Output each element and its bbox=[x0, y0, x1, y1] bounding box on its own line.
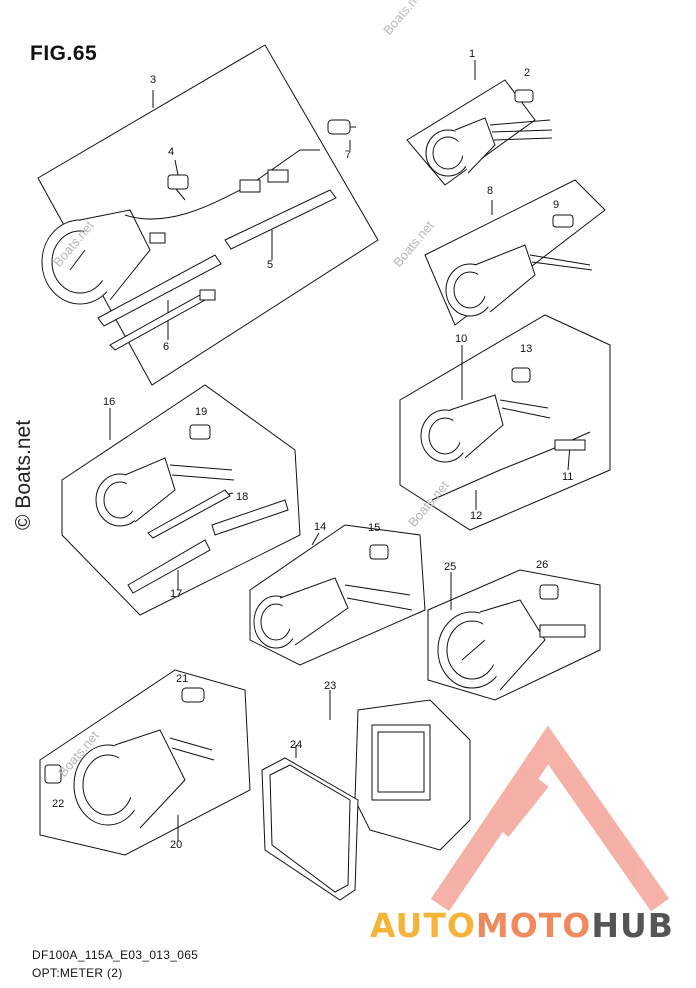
part-number-label: 10 bbox=[455, 333, 467, 345]
group-box-10 bbox=[399, 314, 611, 531]
gauge-1 bbox=[425, 89, 553, 177]
gauge-16 bbox=[95, 424, 289, 594]
watermark-copyright: © Boats.net bbox=[12, 419, 35, 530]
part-number-label: 15 bbox=[368, 522, 380, 534]
gauge-10 bbox=[420, 367, 591, 501]
cover-24 bbox=[261, 757, 359, 901]
group-box-3 bbox=[37, 44, 379, 386]
drawing-name: OPT:METER (2) bbox=[32, 966, 123, 980]
part-number-label: 6 bbox=[163, 341, 169, 353]
part-number-label: 18 bbox=[236, 491, 248, 503]
part-number-label: 5 bbox=[267, 259, 273, 271]
part-number-label: 26 bbox=[536, 559, 548, 571]
part-number-label: 24 bbox=[290, 739, 302, 751]
group-box-14 bbox=[249, 524, 426, 666]
part-number-label: 14 bbox=[314, 521, 326, 533]
brand-logo-part-auto: AUTO bbox=[370, 906, 476, 945]
part-number-label: 1 bbox=[469, 48, 475, 60]
group-box-8 bbox=[424, 179, 606, 326]
part-number-label: 11 bbox=[562, 471, 573, 483]
part-number-label: 22 bbox=[52, 798, 64, 810]
part-number-label: 8 bbox=[487, 185, 493, 197]
group-box-1 bbox=[406, 79, 536, 186]
part-number-label: 3 bbox=[150, 74, 156, 86]
brand-logo-triangle bbox=[430, 725, 670, 912]
gauge-25 bbox=[437, 584, 586, 691]
part-number-label: 21 bbox=[176, 673, 188, 685]
display-23 bbox=[354, 699, 471, 851]
part-number-label: 25 bbox=[444, 561, 456, 573]
part-number-label: 16 bbox=[103, 396, 115, 408]
tie-6 bbox=[109, 289, 216, 351]
group-box-20 bbox=[39, 669, 251, 856]
part-number-label: 4 bbox=[168, 146, 174, 158]
part-number-label: 2 bbox=[524, 67, 530, 79]
part-number-label: 17 bbox=[170, 588, 182, 600]
gauge-20 bbox=[44, 687, 215, 829]
figure-title: FIG.65 bbox=[30, 42, 98, 65]
tube-5 bbox=[97, 189, 337, 327]
brand-logo-part-moto: MOTO bbox=[475, 906, 592, 945]
part-number-label: 7 bbox=[345, 149, 351, 161]
bulb-7 bbox=[327, 119, 356, 135]
part-number-label: 20 bbox=[170, 839, 182, 851]
part-number-label: 12 bbox=[470, 510, 482, 522]
brand-logo: AUTOMOTOHUB bbox=[370, 906, 674, 945]
gauge-8 bbox=[445, 214, 593, 317]
brand-logo-part-hub: HUB bbox=[591, 906, 674, 945]
part-number-label: 13 bbox=[520, 343, 532, 355]
connector-4 bbox=[167, 174, 189, 201]
part-number-label: 19 bbox=[195, 406, 207, 418]
gauge-14 bbox=[253, 544, 413, 649]
drawing-code: DF100A_115A_E03_013_065 bbox=[32, 948, 199, 962]
part-number-label: 23 bbox=[324, 680, 336, 692]
part-number-labels: 1 2 3 4 5 6 7 8 9 10 11 12 13 14 15 16 1… bbox=[52, 48, 573, 851]
group-box-16 bbox=[61, 384, 301, 616]
part-number-label: 9 bbox=[553, 199, 559, 211]
gauge-3 bbox=[41, 149, 320, 305]
group-box-25 bbox=[427, 569, 601, 701]
